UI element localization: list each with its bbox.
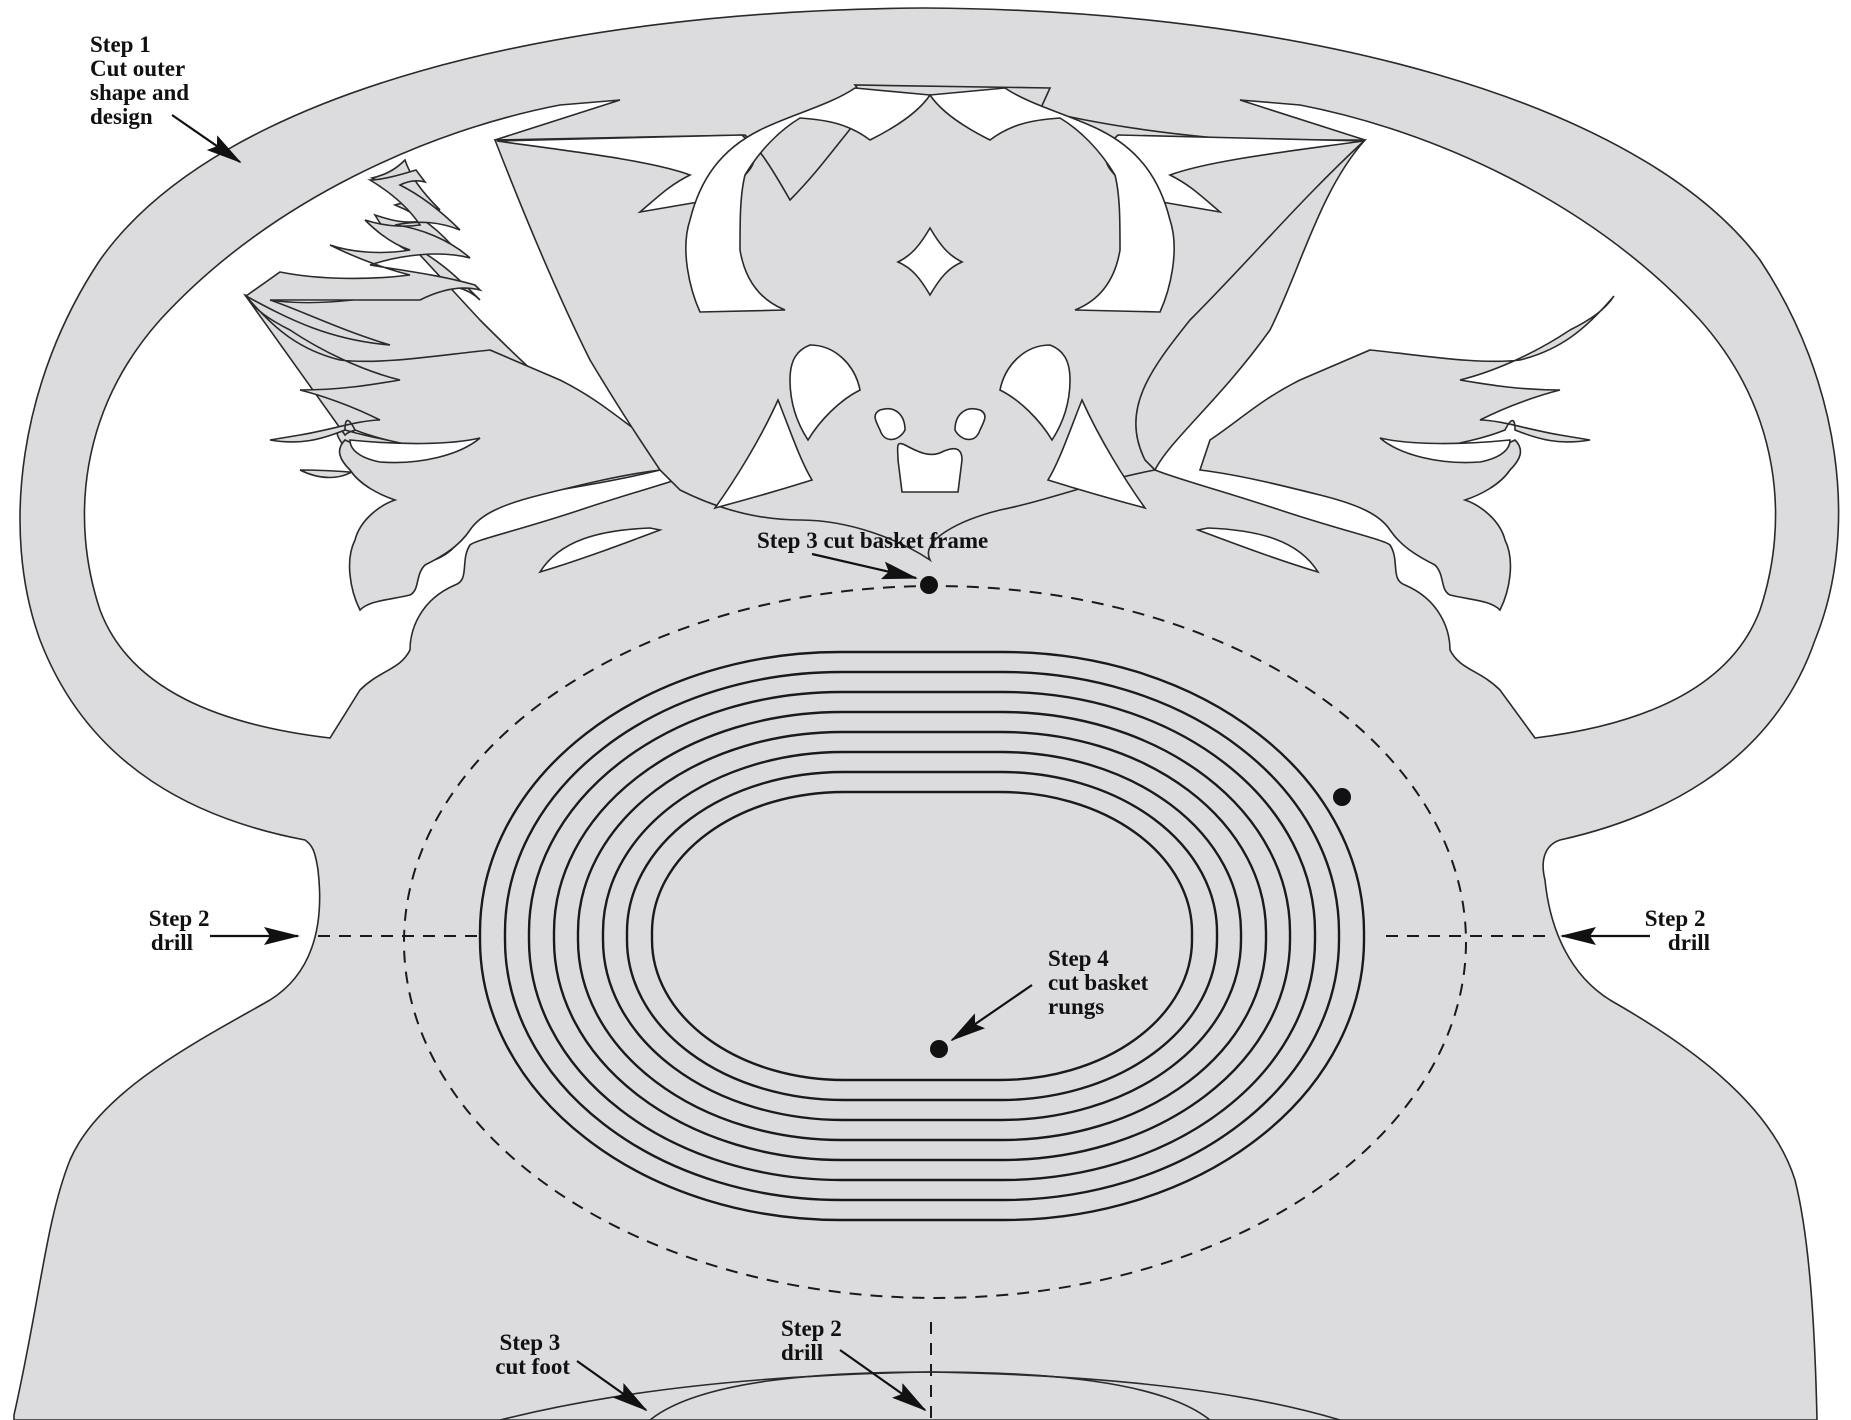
label-line: cut foot xyxy=(495,1354,570,1379)
crest-cutout-top-left xyxy=(496,134,756,214)
label-line: rungs xyxy=(1048,994,1104,1019)
label-line: Step 1 xyxy=(90,32,151,57)
crest-cutout-bottom-left xyxy=(713,397,814,510)
arrow-icon xyxy=(950,984,1033,1042)
label-line: Step 3 xyxy=(500,1330,561,1355)
label-line: Step 2 xyxy=(781,1316,842,1341)
label-line: Cut outer xyxy=(90,56,185,81)
label-line: shape and xyxy=(90,80,189,105)
arrow-icon xyxy=(171,114,242,164)
rung-5 xyxy=(576,730,1268,1142)
rung-2 xyxy=(503,670,1341,1202)
label-line: cut basket xyxy=(1048,970,1149,995)
drill-hole-icon xyxy=(920,576,938,594)
label-step2-right: Step 2 drill xyxy=(1645,906,1711,955)
label-line: design xyxy=(90,104,153,129)
rung-7 xyxy=(625,770,1219,1102)
label-line: Step 2 xyxy=(1645,906,1706,931)
cutout-lower-left-wing xyxy=(538,527,663,574)
rung-1 xyxy=(478,650,1366,1222)
cutout-right-wing-slot xyxy=(1379,437,1511,464)
drill-hole-icon xyxy=(930,1040,948,1058)
label-step1: Step 1 Cut outer shape and design xyxy=(90,32,195,129)
rung-8 xyxy=(650,790,1194,1082)
label-line: Step 3 cut basket frame xyxy=(757,528,988,553)
label-step3-foot: Step 3 cut foot xyxy=(495,1330,570,1379)
crest-cutout-bottom-right xyxy=(1046,397,1147,510)
label-line: drill xyxy=(1668,930,1710,955)
rung-4 xyxy=(552,710,1292,1162)
left-wing-shape xyxy=(244,169,483,346)
basket-rungs xyxy=(478,650,1366,1222)
arrow-icon xyxy=(576,1360,648,1412)
crest-cutout-top-right xyxy=(1104,134,1364,214)
crest-cutout-small-left xyxy=(874,408,906,441)
label-line: Step 2 xyxy=(149,906,210,931)
crest-cutout-heart-right xyxy=(928,87,1175,313)
cutout-lower-right-wing xyxy=(1195,527,1320,574)
crest-diamond xyxy=(896,226,964,297)
rung-6 xyxy=(601,750,1243,1122)
label-line: Step 4 xyxy=(1048,946,1109,971)
arrow-icon xyxy=(811,552,918,580)
label-line: drill xyxy=(781,1340,823,1365)
label-line: drill xyxy=(151,930,193,955)
label-step2-bottom: Step 2 drill xyxy=(781,1316,847,1365)
crest-cutout-heart-left xyxy=(685,87,932,313)
crest-cutout-lower-right xyxy=(999,344,1071,442)
cutout-left-wing-slot xyxy=(349,437,481,464)
arrow-icon xyxy=(839,1349,927,1412)
rung-3 xyxy=(527,690,1317,1182)
crest-cutout-lower-left xyxy=(789,344,861,442)
label-step2-left: Step 2 drill xyxy=(149,906,215,955)
label-step3-frame: Step 3 cut basket frame xyxy=(757,528,988,553)
crest-cutout-center-bottom xyxy=(896,442,963,493)
drill-hole-icon xyxy=(1333,788,1351,806)
label-step4: Step 4 cut basket rungs xyxy=(1048,946,1154,1019)
crest-cutout-small-right xyxy=(954,408,986,441)
